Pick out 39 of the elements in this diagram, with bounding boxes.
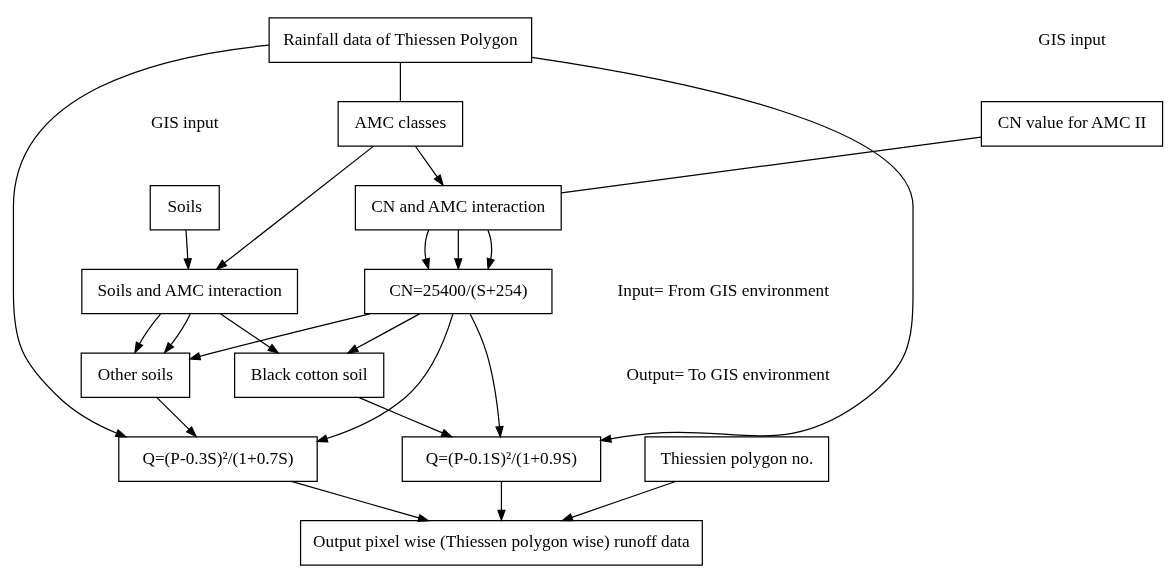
arrow [346, 313, 421, 354]
arrow [134, 313, 162, 355]
node-box: CN value for AMC II [980, 101, 1164, 147]
label: Output= To GIS environment [626, 364, 830, 384]
node-box: CN and AMC interaction [354, 184, 562, 231]
label: Input= From GIS environment [617, 281, 829, 301]
arrow [315, 313, 454, 443]
node-label: GIS input [150, 113, 219, 133]
node-label: GIS input [1038, 29, 1106, 49]
node-box: Q=(P-0.3S)²/(1+0.7S) [118, 436, 318, 482]
node-box: Black cotton soil [234, 352, 385, 399]
arrow [415, 145, 445, 187]
node-box: Soils [149, 184, 220, 231]
arrow [358, 397, 454, 438]
arrow [163, 313, 191, 354]
arrow [156, 397, 198, 438]
arrow [531, 56, 914, 443]
arrow [497, 481, 506, 522]
node-box: Rainfall data of Thiessen Polygon [268, 17, 533, 63]
arrow [454, 229, 463, 271]
node-box: CN=25400/(S+254) [364, 268, 553, 315]
node-box: Q=(P-0.1S)²/(1+0.9S) [401, 436, 602, 482]
arrow [215, 145, 374, 271]
connector [560, 136, 982, 194]
arrow [290, 480, 431, 522]
arrow [486, 229, 495, 271]
node-box: Thiessien polygon no. [644, 436, 830, 482]
node-box: Other soils [80, 352, 191, 399]
node-box: Output pixel wise (Thiessen polygon wise) runoff data [299, 520, 703, 566]
arrow [421, 229, 430, 271]
arrow [183, 229, 193, 271]
arrow [220, 313, 280, 355]
connector [399, 62, 401, 102]
node-box: AMC classes [337, 101, 464, 147]
arrow [188, 313, 371, 361]
arrow [469, 313, 504, 439]
node-box: Soils and AMC interaction [81, 268, 299, 315]
arrow [560, 480, 677, 522]
arrow [12, 44, 270, 438]
